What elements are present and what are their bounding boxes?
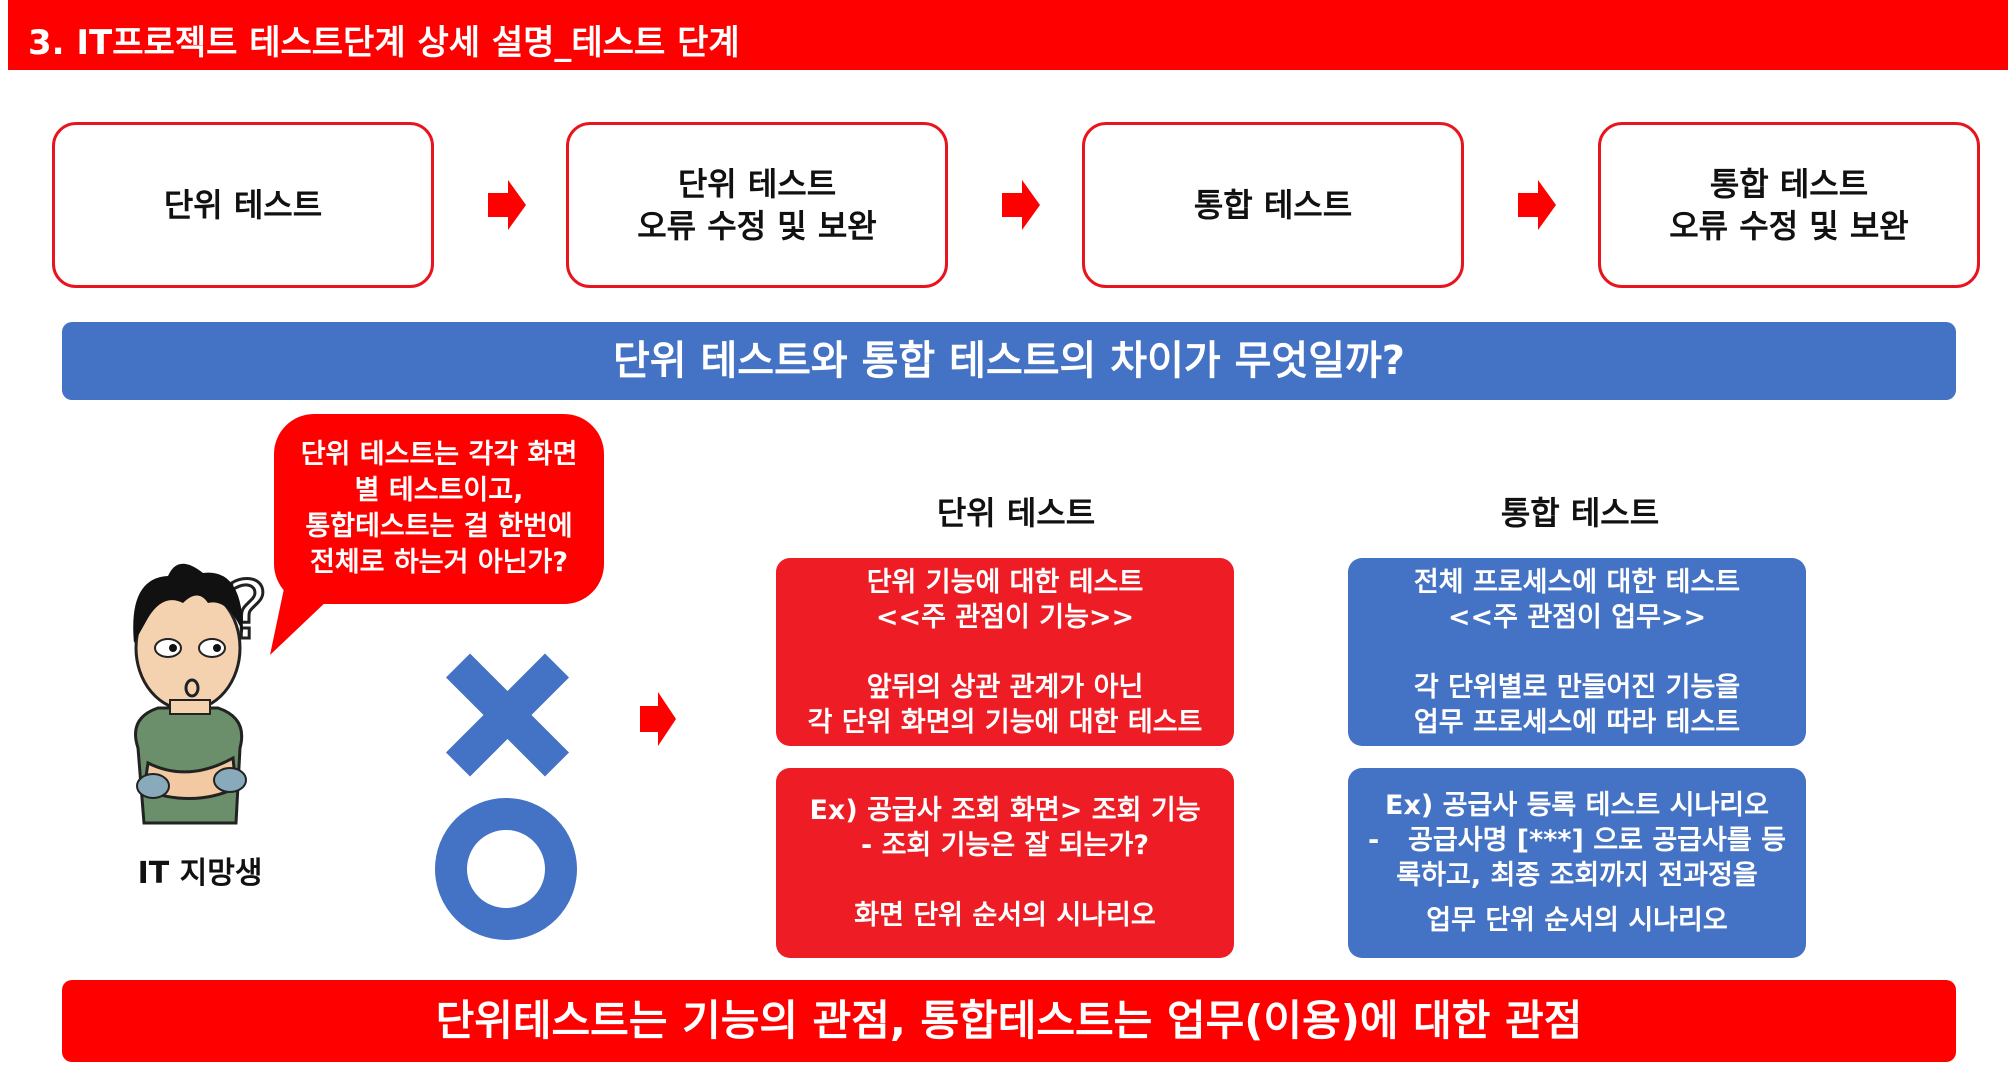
person-label: IT 지망생 — [137, 856, 263, 891]
page-title: 3. IT프로젝트 테스트단계 상세 설명_테스트 단계 — [8, 0, 2008, 70]
box-line: Ex) 공급사 등록 테스트 시나리오 — [1385, 790, 1769, 821]
box-line: 단위 기능에 대한 테스트 — [866, 566, 1144, 598]
box-line: 각 단위 화면의 기능에 대한 테스트 — [807, 706, 1203, 738]
step-label: 통합 테스트 — [1193, 186, 1353, 224]
question-banner: 단위 테스트와 통합 테스트의 차이가 무엇일까? — [62, 322, 1956, 400]
box-line: 전체 프로세스에 대한 테스트 — [1413, 566, 1741, 598]
bubble-line: 별 테스트이고, — [354, 475, 524, 506]
step-label: 통합 테스트 — [1709, 165, 1869, 203]
step-label: 오류 수정 및 보완 — [1669, 207, 1909, 245]
step-integration-fix: 통합 테스트 오류 수정 및 보완 — [1598, 122, 1980, 288]
box-line: 업무 단위 순서의 시나리오 — [1426, 905, 1728, 936]
box-line: 업무 프로세스에 따라 테스트 — [1413, 706, 1741, 738]
arrow-right-icon — [488, 180, 526, 230]
step-label: 오류 수정 및 보완 — [637, 207, 877, 245]
conclusion-banner: 단위테스트는 기능의 관점, 통합테스트는 업무(이용)에 대한 관점 — [62, 980, 1956, 1062]
step-label: 단위 테스트 — [677, 165, 837, 203]
bubble-line: 전체로 하는거 아닌가? — [309, 547, 569, 578]
cross-x-icon — [445, 653, 570, 777]
bullet-dash: - — [1368, 825, 1380, 856]
box-line: 록하고, 최종 조회까지 전과정을 — [1396, 860, 1758, 891]
box-bullet-row: - 공급사명 [***] 으로 공급사를 등 — [1368, 823, 1786, 858]
integration-test-example-box: Ex) 공급사 등록 테스트 시나리오 - 공급사명 [***] 으로 공급사를… — [1348, 768, 1806, 958]
box-line: 화면 단위 순서의 시나리오 — [854, 900, 1156, 931]
box-line: <<주 관점이 기능>> — [875, 601, 1135, 633]
integration-test-definition-box: 전체 프로세스에 대한 테스트 <<주 관점이 업무>> 각 단위별로 만들어진… — [1348, 558, 1806, 746]
unit-test-definition-box: 단위 기능에 대한 테스트 <<주 관점이 기능>> 앞뒤의 상관 관계가 아닌… — [776, 558, 1234, 746]
box-line: 각 단위별로 만들어진 기능을 — [1413, 671, 1741, 703]
speech-bubble: 단위 테스트는 각각 화면 별 테스트이고, 통합테스트는 걸 한번에 전체로 … — [274, 414, 604, 604]
box-line: - 조회 기능은 잘 되는가? — [860, 830, 1150, 861]
step-unit-fix: 단위 테스트 오류 수정 및 보완 — [566, 122, 948, 288]
bubble-line: 단위 테스트는 각각 화면 — [300, 439, 578, 470]
step-label: 단위 테스트 — [163, 186, 323, 224]
bubble-line: 통합테스트는 걸 한번에 — [305, 511, 573, 542]
box-line: 앞뒤의 상관 관계가 아닌 — [866, 671, 1144, 703]
arrow-right-icon — [640, 692, 676, 746]
integration-test-heading: 통합 테스트 — [1500, 494, 1660, 532]
circle-o-icon — [435, 798, 577, 940]
arrow-right-icon — [1002, 180, 1040, 230]
box-line: Ex) 공급사 조회 화면> 조회 기능 — [809, 795, 1201, 826]
step-unit-test: 단위 테스트 — [52, 122, 434, 288]
unit-test-example-box: Ex) 공급사 조회 화면> 조회 기능 - 조회 기능은 잘 되는가? 화면 … — [776, 768, 1234, 958]
unit-test-heading: 단위 테스트 — [936, 494, 1096, 532]
box-line: 공급사명 [***] 으로 공급사를 등 — [1408, 825, 1786, 856]
person-illustration: ? — [133, 563, 268, 825]
step-integration-test: 통합 테스트 — [1082, 122, 1464, 288]
arrow-right-icon — [1518, 180, 1556, 230]
box-line: <<주 관점이 업무>> — [1447, 601, 1707, 633]
